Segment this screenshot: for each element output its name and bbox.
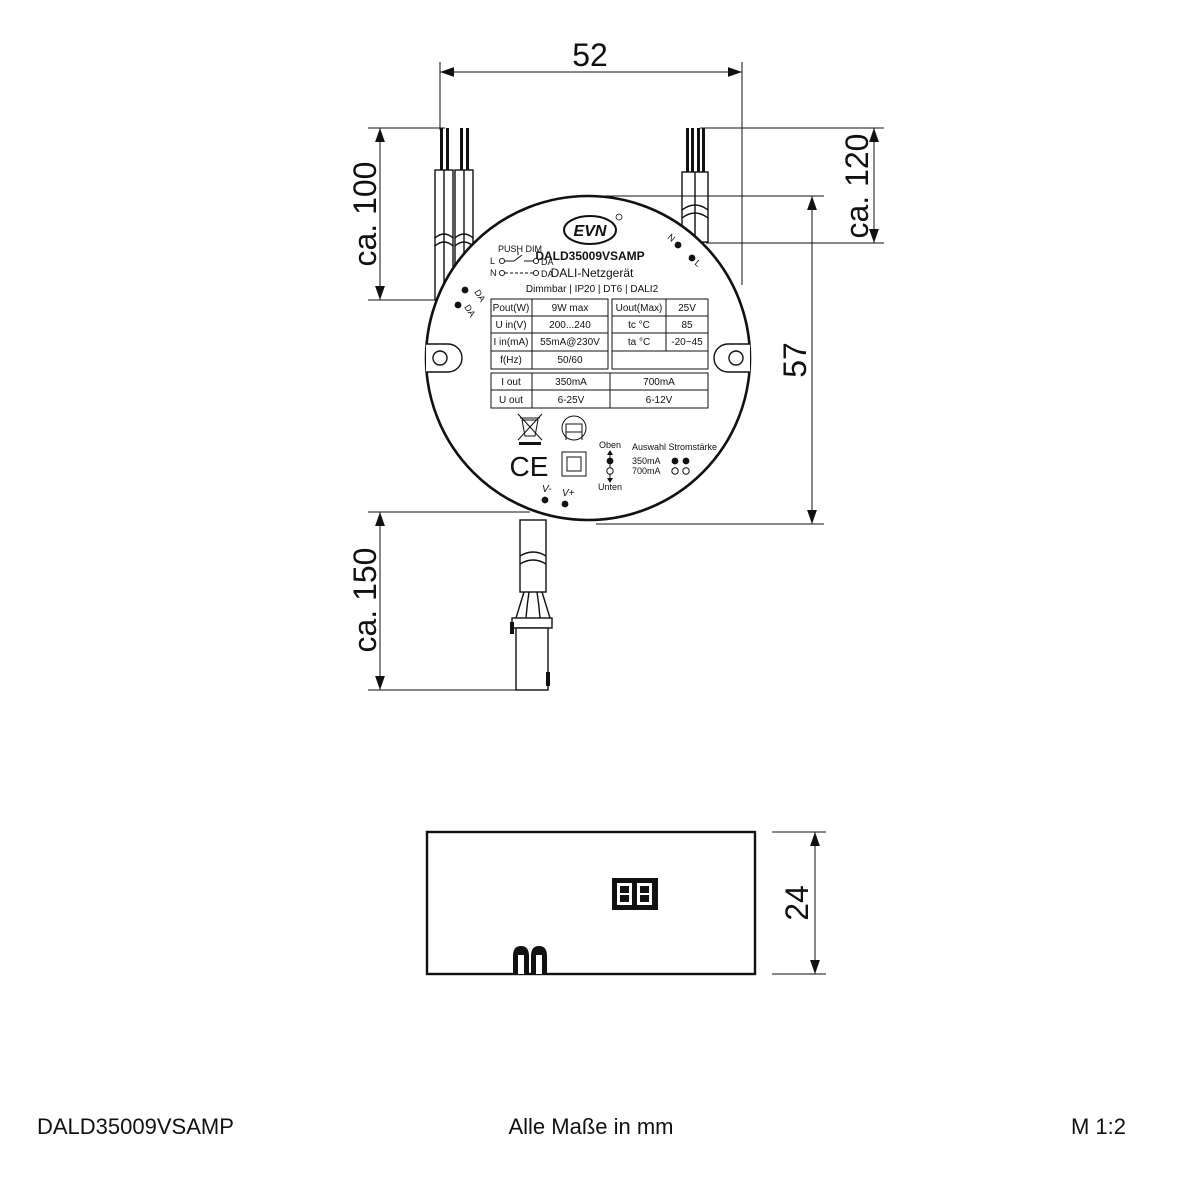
svg-text:ta °C: ta °C [628,337,650,348]
dimension-lead-top-left: ca. 100 [347,127,445,301]
svg-text:6-25V: 6-25V [558,395,585,406]
svg-text:DA: DA [541,269,554,279]
dimension-lead-top-right: ca. 120 [700,127,884,244]
input-cables [434,128,474,301]
dimension-width-label: 52 [572,37,608,73]
safety-class-icon [561,415,587,441]
svg-text:PUSH DIM: PUSH DIM [498,244,542,254]
evn-logo: EVN [563,213,623,245]
svg-text:U out: U out [499,395,523,406]
dimension-lead-bottom: ca. 150 [347,511,530,691]
svg-text:350mA: 350mA [632,456,661,466]
svg-text:Unten: Unten [598,482,622,492]
svg-text:85: 85 [681,320,693,331]
svg-text:N: N [666,232,677,244]
ce-mark: CE [510,451,549,482]
svg-text:tc °C: tc °C [628,320,650,331]
svg-text:DA: DA [541,257,554,267]
svg-text:25V: 25V [678,303,696,314]
svg-text:I out: I out [501,377,521,388]
dimension-lead-bottom-label: ca. 150 [347,548,383,653]
svg-text:I in(mA): I in(mA) [494,337,529,348]
driver-housing-top-view: EVN DALD35009VSAMP DALI-Netzgerät Dimmba… [424,194,752,522]
svg-text:V+: V+ [562,488,575,499]
footer-scale: M 1:2 [1070,1114,1126,1139]
svg-text:50/60: 50/60 [557,355,582,366]
dimension-height: 57 [596,195,824,525]
svg-text:EVN: EVN [574,223,607,240]
dimension-lead-top-left-label: ca. 100 [347,162,383,267]
current-selector: Oben Unten Auswahl Stromstärke 350mA 700… [598,440,717,492]
spec-table-left: Pout(W) 9W max U in(V) 200...240 I in(mA… [490,298,609,370]
svg-text:350mA: 350mA [555,377,587,388]
dip-switch-icon [612,878,658,910]
svg-text:f(Hz): f(Hz) [500,355,522,366]
svg-text:700mA: 700mA [632,466,661,476]
dimension-lead-top-right-label: ca. 120 [839,134,875,239]
svg-text:200...240: 200...240 [549,320,591,331]
model-name: DALD35009VSAMP [535,249,644,263]
product-subtitle: DALI-Netzgerät [551,266,634,280]
weee-bin-icon [517,413,543,445]
svg-text:L: L [490,256,495,266]
output-cable [510,519,553,691]
svg-text:U in(V): U in(V) [495,320,526,331]
svg-text:L: L [693,258,703,269]
svg-text:55mA@230V: 55mA@230V [540,337,600,348]
footer-model: DALD35009VSAMP [37,1114,234,1139]
dimension-height-label: 57 [777,342,813,378]
svg-text:Oben: Oben [599,440,621,450]
svg-text:N: N [490,268,497,278]
driver-housing-side-view [425,830,757,976]
dimension-depth-label: 24 [779,885,815,921]
svg-text:700mA: 700mA [643,377,675,388]
svg-text:Uout(Max): Uout(Max) [616,303,663,314]
dimension-depth: 24 [772,831,826,975]
svg-text:9W max: 9W max [552,303,589,314]
svg-text:6-12V: 6-12V [646,395,673,406]
footer-units-note: Alle Maße in mm [508,1114,674,1139]
spec-table-right: Uout(Max) 25V tc °C 85 ta °C -20~45 [611,298,709,370]
svg-text:V-: V- [542,484,552,495]
push-dim-diagram: PUSH DIM L DA N DA [490,244,554,279]
product-features: Dimmbar | IP20 | DT6 | DALI2 [526,284,659,295]
output-table: I out 350mA 700mA U out 6-25V 6-12V [490,372,709,409]
svg-text:-20~45: -20~45 [671,337,703,348]
svg-text:Pout(W): Pout(W) [493,303,530,314]
double-insulation-icon [561,451,587,477]
mains-cables [681,128,709,243]
dimension-width: 52 [439,37,743,285]
svg-text:Auswahl Stromstärke: Auswahl Stromstärke [632,442,717,452]
cable-outlet-icon [513,946,547,974]
